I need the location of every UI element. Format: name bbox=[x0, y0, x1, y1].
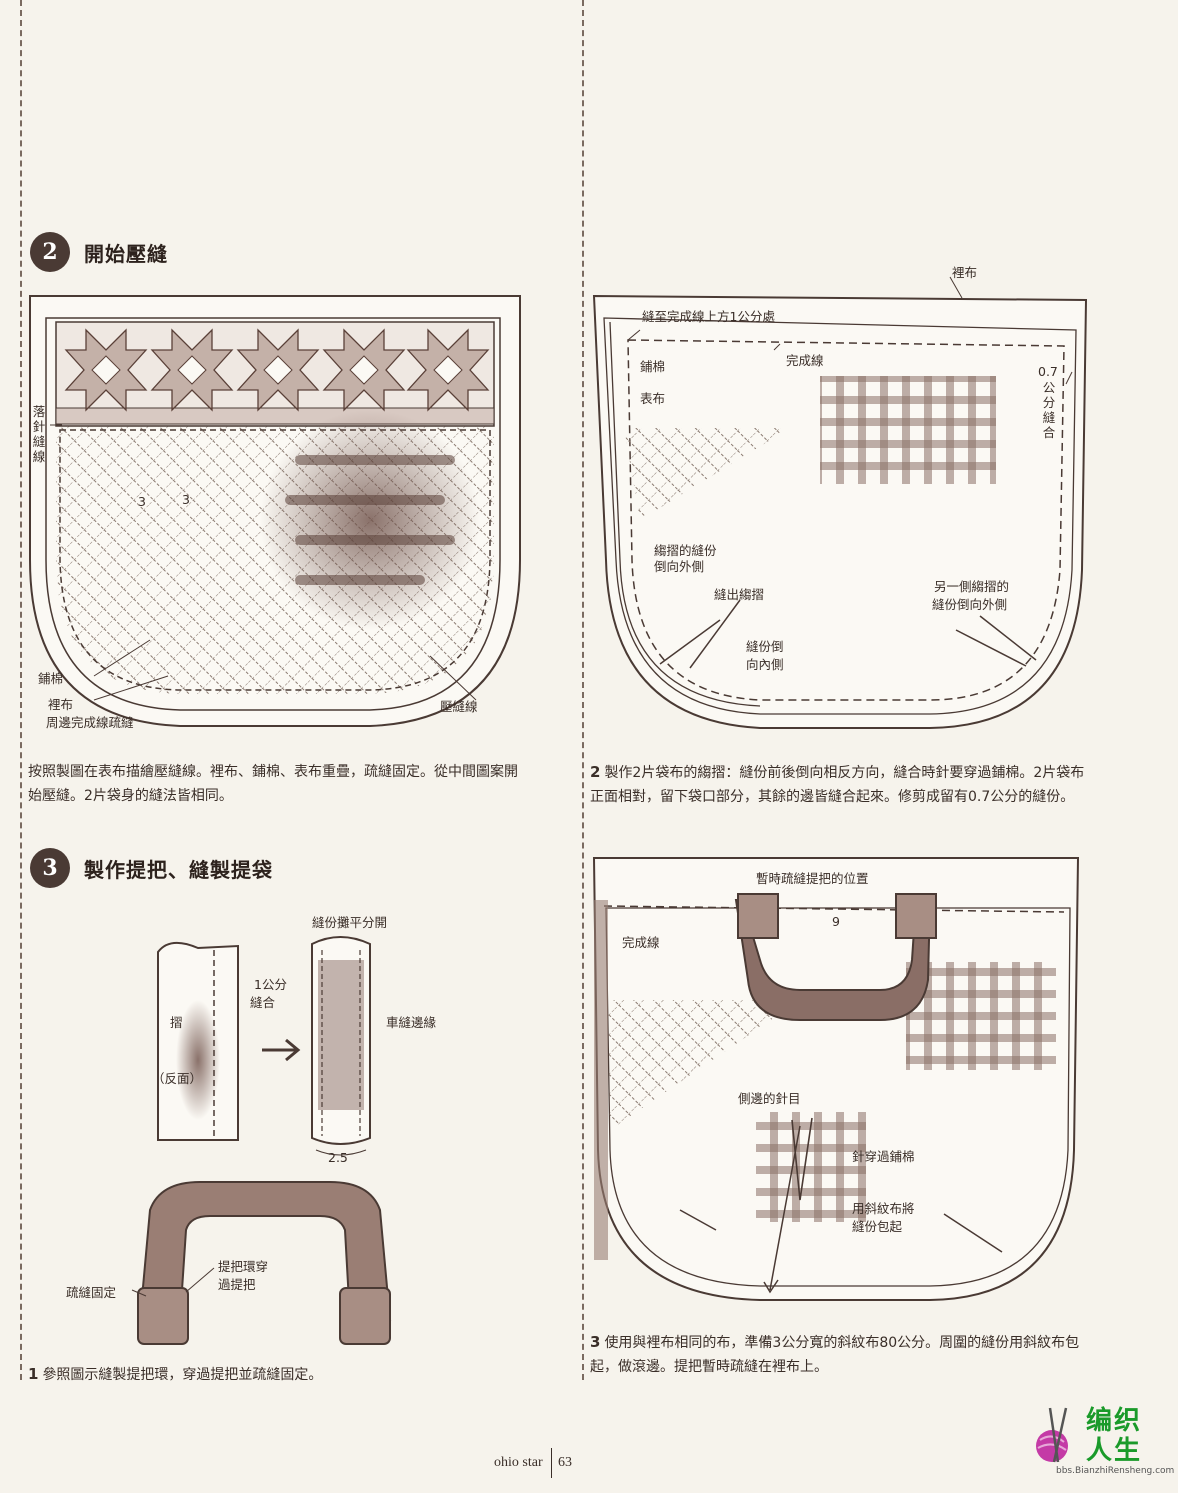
yarn-ball-icon bbox=[1036, 1407, 1068, 1463]
fig1-label-batting: 鋪棉 bbox=[38, 671, 64, 686]
fig1-dim-b: 3 bbox=[182, 492, 190, 507]
fig2-label-allow-num: 0.7 bbox=[1038, 364, 1058, 379]
fig2-label-other-side-2: 縫份倒向外側 bbox=[932, 597, 1008, 612]
section-2-paragraph: 按照製圖在表布描繪壓縫線。裡布、鋪棉、表布重疊，疏縫固定。從中間圖案開始壓縫。2… bbox=[28, 764, 518, 804]
logo-line-1: 编织 bbox=[1086, 1406, 1143, 1436]
section-3-heading: 3 製作提把、縫製提袋 bbox=[30, 848, 273, 888]
fig1-dim-a: 3 bbox=[138, 494, 146, 509]
fig2-label-finish: 完成線 bbox=[786, 353, 824, 368]
step-3-text: 使用與裡布相同的布，準備3公分寬的斜紋布80公分。周圍的縫份用斜紋布包起，做滾邊… bbox=[590, 1335, 1080, 1375]
fig2-pouch bbox=[592, 276, 1088, 729]
site-logo: 编织 人生 bbs.BianzhiRensheng.com bbox=[1028, 1400, 1174, 1480]
fig2-label-other-side: 另一側縐摺的 bbox=[934, 579, 1010, 594]
fig4-label-side: 側邊的針目 bbox=[738, 1091, 801, 1106]
fig2-label-allow-vertical: 公分縫合 bbox=[1042, 380, 1056, 440]
fig4-pouch bbox=[592, 857, 1080, 1301]
fig4-label-temp: 暫時疏縫提把的位置 bbox=[756, 871, 869, 886]
fig2-label-allow-in-2: 向內側 bbox=[746, 657, 784, 672]
step-1-text: 參照圖示縫製提把環，穿過提把並疏縫固定。 bbox=[42, 1367, 323, 1383]
fig3-dim-width: 2.5 bbox=[328, 1150, 348, 1165]
fig2-label-outer: 表布 bbox=[640, 391, 666, 406]
fig1-label-quilt: 壓縫線 bbox=[440, 699, 478, 714]
fig2-label-make-pleat: 縫出縐摺 bbox=[714, 587, 765, 602]
fig4-dim-9: 9 bbox=[832, 914, 840, 929]
section-2-number: 2 bbox=[30, 232, 70, 272]
fig1-vertical-label: 落針縫線 bbox=[32, 404, 46, 464]
footer-page-number: 63 bbox=[558, 1455, 572, 1470]
fig3-handle bbox=[131, 936, 392, 1345]
fig3-label-open: 縫份攤平分開 bbox=[312, 915, 388, 930]
fig3-label-loop: 提把環穿 bbox=[218, 1259, 269, 1274]
fig3-label-one-cm: 1公分 bbox=[254, 977, 287, 992]
section-2-heading: 2 開始壓縫 bbox=[30, 232, 168, 272]
section-2-title: 開始壓縫 bbox=[84, 241, 168, 266]
fig3-label-topstitch: 車縫邊緣 bbox=[386, 1015, 437, 1030]
step-2-text: 製作2片袋布的縐摺：縫份前後倒向相反方向，縫合時針要穿過鋪棉。2片袋布正面相對，… bbox=[590, 765, 1085, 805]
fig3-label-fold: 摺 bbox=[170, 1015, 183, 1030]
fig4-label-needle: 針穿過鋪棉 bbox=[852, 1149, 915, 1164]
fig2-label-lining: 裡布 bbox=[952, 265, 978, 280]
fig3-label-baste: 疏縫固定 bbox=[66, 1285, 117, 1300]
fig1-label-baste: 周邊完成線疏縫 bbox=[46, 715, 134, 730]
step-1-number: 1 bbox=[28, 1365, 39, 1383]
fig4-label-finish: 完成線 bbox=[622, 935, 660, 950]
fig4-label-bias: 用斜紋布將 bbox=[852, 1201, 915, 1216]
left-margin-rule bbox=[20, 0, 22, 1380]
footer-book-title: ohio star bbox=[494, 1455, 543, 1470]
fig2-label-stitch-to: 縫至完成線上方1公分處 bbox=[642, 309, 775, 324]
fig3-label-reverse: （反面） bbox=[152, 1071, 203, 1086]
fig1-label-lining: 裡布 bbox=[48, 697, 74, 712]
fig4-label-bias-2: 縫份包起 bbox=[852, 1219, 903, 1234]
center-column-rule bbox=[582, 0, 584, 1380]
fig3-label-loop-2: 過提把 bbox=[218, 1277, 256, 1292]
section-3-number: 3 bbox=[30, 848, 70, 888]
step-2-number: 2 bbox=[590, 763, 601, 781]
fig2-label-batting: 鋪棉 bbox=[640, 359, 666, 374]
step-3-number: 3 bbox=[590, 1333, 601, 1351]
footer-divider bbox=[551, 1448, 552, 1478]
fig1-pouch bbox=[29, 295, 521, 727]
section-3-title: 製作提把、縫製提袋 bbox=[84, 857, 273, 882]
fig3-label-sew: 縫合 bbox=[250, 995, 276, 1010]
fig2-label-allow-in: 縫份倒 bbox=[746, 639, 784, 654]
fig2-label-pleat-allow-2: 倒向外側 bbox=[654, 559, 705, 574]
logo-url: bbs.BianzhiRensheng.com bbox=[1056, 1466, 1175, 1476]
logo-line-2: 人生 bbox=[1086, 1436, 1143, 1466]
fig2-label-pleat-allow: 縐摺的縫份 bbox=[654, 543, 717, 558]
